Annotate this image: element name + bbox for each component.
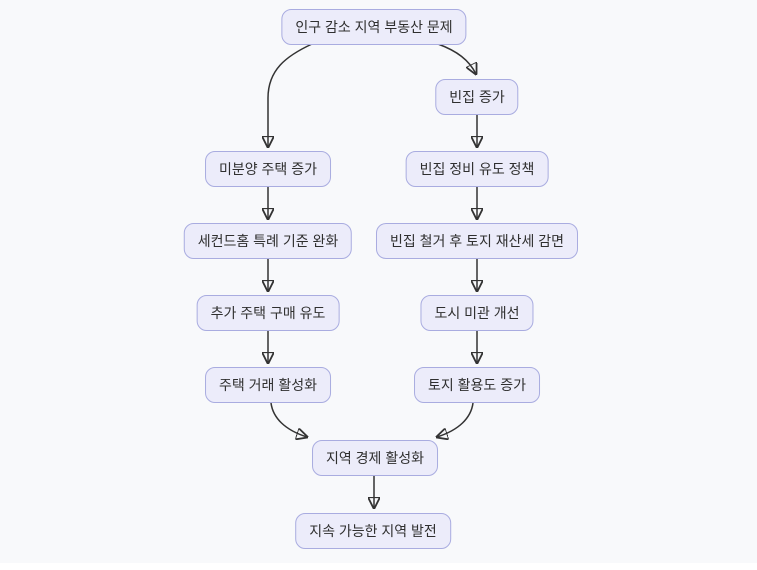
node-vacant-house-increase: 빈집 증가 [435,79,519,115]
node-population-decline-real-estate-problem: 인구 감소 지역 부동산 문제 [281,9,467,45]
edge-problem-to-unsold [268,43,313,147]
node-housing-transaction-activation: 주택 거래 활성화 [205,367,331,403]
node-urban-aesthetics-improvement: 도시 미관 개선 [420,295,534,331]
edge-land-utilization-to-economy [437,402,474,437]
node-unsold-housing-increase: 미분양 주택 증가 [205,151,331,187]
edge-problem-to-vacant-increase [437,43,476,74]
node-land-utilization-increase: 토지 활용도 증가 [414,367,540,403]
edge-transaction-to-economy [270,402,307,437]
node-sustainable-regional-development: 지속 가능한 지역 발전 [295,513,451,549]
node-additional-home-purchase-inducement: 추가 주택 구매 유도 [196,295,340,331]
node-second-home-exception-relaxation: 세컨드홈 특례 기준 완화 [183,223,353,259]
node-regional-economy-revitalization: 지역 경제 활성화 [312,440,438,476]
node-land-tax-reduction-after-demolition: 빈집 철거 후 토지 재산세 감면 [375,223,579,259]
node-vacant-house-maintenance-policy: 빈집 정비 유도 정책 [405,151,549,187]
